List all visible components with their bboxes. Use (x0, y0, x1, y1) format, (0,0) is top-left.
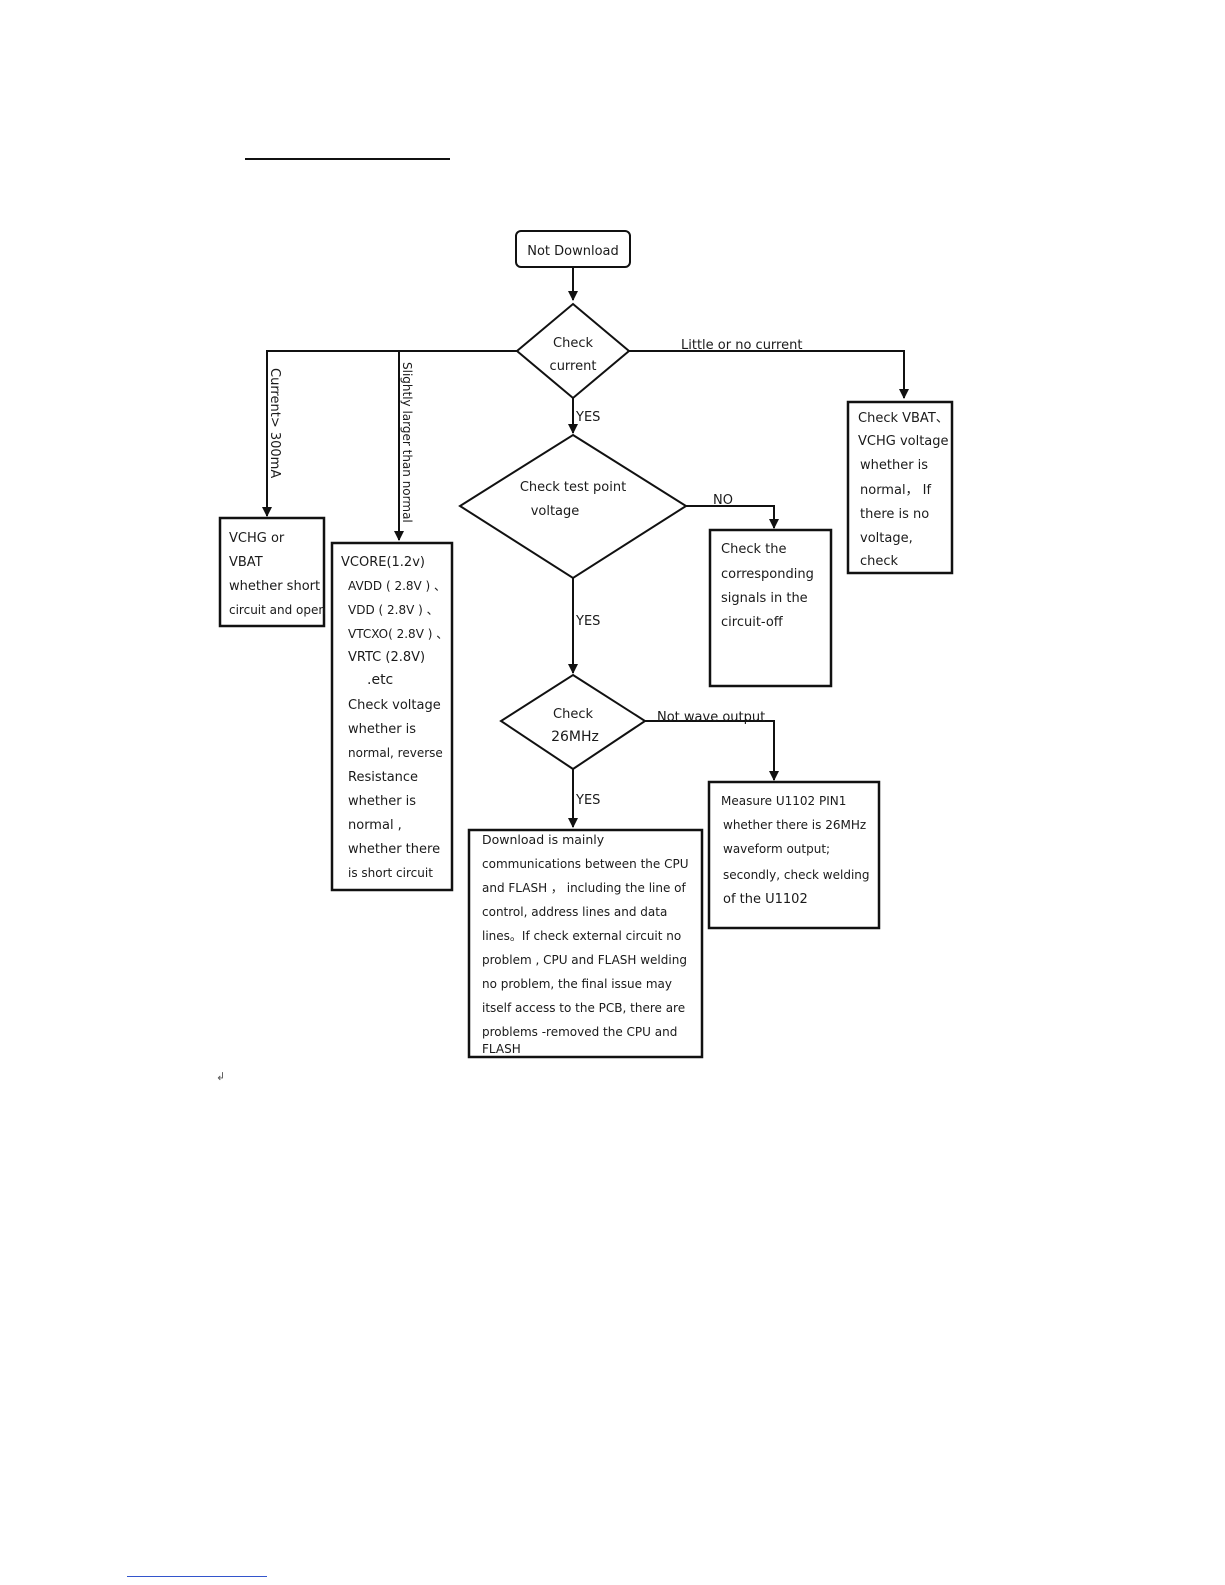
node-vcore-check: VCORE(1.2v) AVDD ( 2.8V ) 、 VDD ( 2.8V )… (330, 541, 454, 892)
node-label: Check (553, 707, 593, 722)
node-label: whether is (348, 794, 416, 809)
node-label: Not Download (527, 244, 619, 259)
edge-label-not-wave-output: Not wave output (657, 710, 765, 725)
node-label: VCHG or (229, 531, 285, 546)
node-label: Check test point (520, 480, 626, 495)
node-label: no problem, the final issue may (482, 977, 672, 991)
node-label: check (860, 554, 899, 569)
node-label: VBAT (229, 555, 263, 570)
node-label: VDD ( 2.8V ) 、 (348, 603, 439, 617)
node-label: voltage, (860, 531, 913, 546)
node-label: and FLASH ， including the line of (482, 881, 687, 895)
node-label: Resistance (348, 770, 418, 785)
node-label: Check (553, 336, 593, 351)
node-label: Measure U1102 PIN1 (721, 794, 846, 808)
node-not-download: Not Download (515, 230, 631, 268)
edge-testpoint-to-signals (686, 505, 779, 529)
edge-current-to-vchg-short (262, 350, 517, 517)
node-label: voltage (531, 504, 580, 519)
node-label: VCHG voltage (858, 434, 949, 449)
node-vchg-short: VCHG or VBAT whether short circuit and o… (218, 516, 326, 628)
node-download-info: Download is mainly communications betwee… (467, 828, 704, 1059)
node-label: 26MHz (551, 729, 599, 745)
heading-underline (245, 158, 450, 160)
node-label: lines。If check external circuit no (482, 929, 681, 943)
node-label: normal， If (860, 483, 932, 498)
node-label: .etc (367, 672, 393, 688)
node-check-signals: Check the corresponding signals in the c… (708, 528, 833, 688)
node-label: whether there is 26MHz (723, 818, 866, 832)
node-label: problem , CPU and FLASH welding (482, 953, 687, 967)
node-label: whether is (860, 458, 928, 473)
node-label: is short circuit (348, 866, 433, 880)
node-label: VRTC (2.8V) (348, 650, 425, 665)
edge-label-yes-1: YES (575, 410, 600, 425)
node-label: Check voltage (348, 698, 441, 713)
node-label: communications between the CPU (482, 857, 688, 871)
node-label: whether is (348, 722, 416, 737)
edge-label-no: NO (713, 493, 733, 508)
node-label: whether there (348, 842, 440, 857)
node-label: normal , (348, 818, 402, 833)
node-label: VTCXO( 2.8V ) 、 (348, 627, 448, 641)
node-label: signals in the (721, 591, 808, 606)
node-check-current: Check current (515, 302, 631, 400)
node-label: itself access to the PCB, there are (482, 1001, 685, 1015)
node-label: control, address lines and data (482, 905, 667, 919)
edge-current-to-vbat (629, 350, 909, 399)
node-label: secondly, check welding (723, 868, 870, 882)
node-check-testpoint: Check test point voltage (458, 433, 688, 580)
node-measure-u1102: Measure U1102 PIN1 whether there is 26MH… (707, 780, 881, 930)
node-label: corresponding (721, 567, 814, 582)
node-label: circuit-off (721, 615, 784, 630)
edge-26mhz-to-u1102 (645, 720, 779, 781)
node-check-vbat: Check VBAT、 VCHG voltage whether is norm… (846, 400, 954, 575)
paragraph-mark: ↲ (216, 1070, 226, 1083)
node-label: Check VBAT、 (858, 411, 949, 426)
edge-label-yes-3: YES (575, 793, 600, 808)
node-label: FLASH (482, 1042, 521, 1056)
edge-label-slightly-larger: Slightly larger than normal (400, 362, 414, 523)
node-label: Check the (721, 542, 786, 557)
node-label: there is no (860, 507, 929, 522)
node-label: problems -removed the CPU and (482, 1025, 677, 1039)
edge-label-yes-2: YES (575, 614, 600, 629)
node-label: Download is mainly (482, 832, 605, 847)
node-label: current (550, 359, 597, 374)
edge-label-little-current: Little or no current (681, 338, 802, 353)
node-label: whether short (229, 579, 320, 594)
node-label: waveform output; (723, 842, 830, 856)
node-label: circuit and open (229, 603, 326, 617)
node-label: normal, reverse (348, 746, 443, 760)
node-label: AVDD ( 2.8V ) 、 (348, 579, 446, 593)
node-check-26mhz: Check 26MHz (499, 673, 647, 771)
footnote-rule (127, 1576, 267, 1577)
edge-label-current-300ma: Current> 300mA (267, 368, 282, 478)
node-label: VCORE(1.2v) (341, 555, 425, 570)
node-label: of the U1102 (723, 892, 808, 907)
